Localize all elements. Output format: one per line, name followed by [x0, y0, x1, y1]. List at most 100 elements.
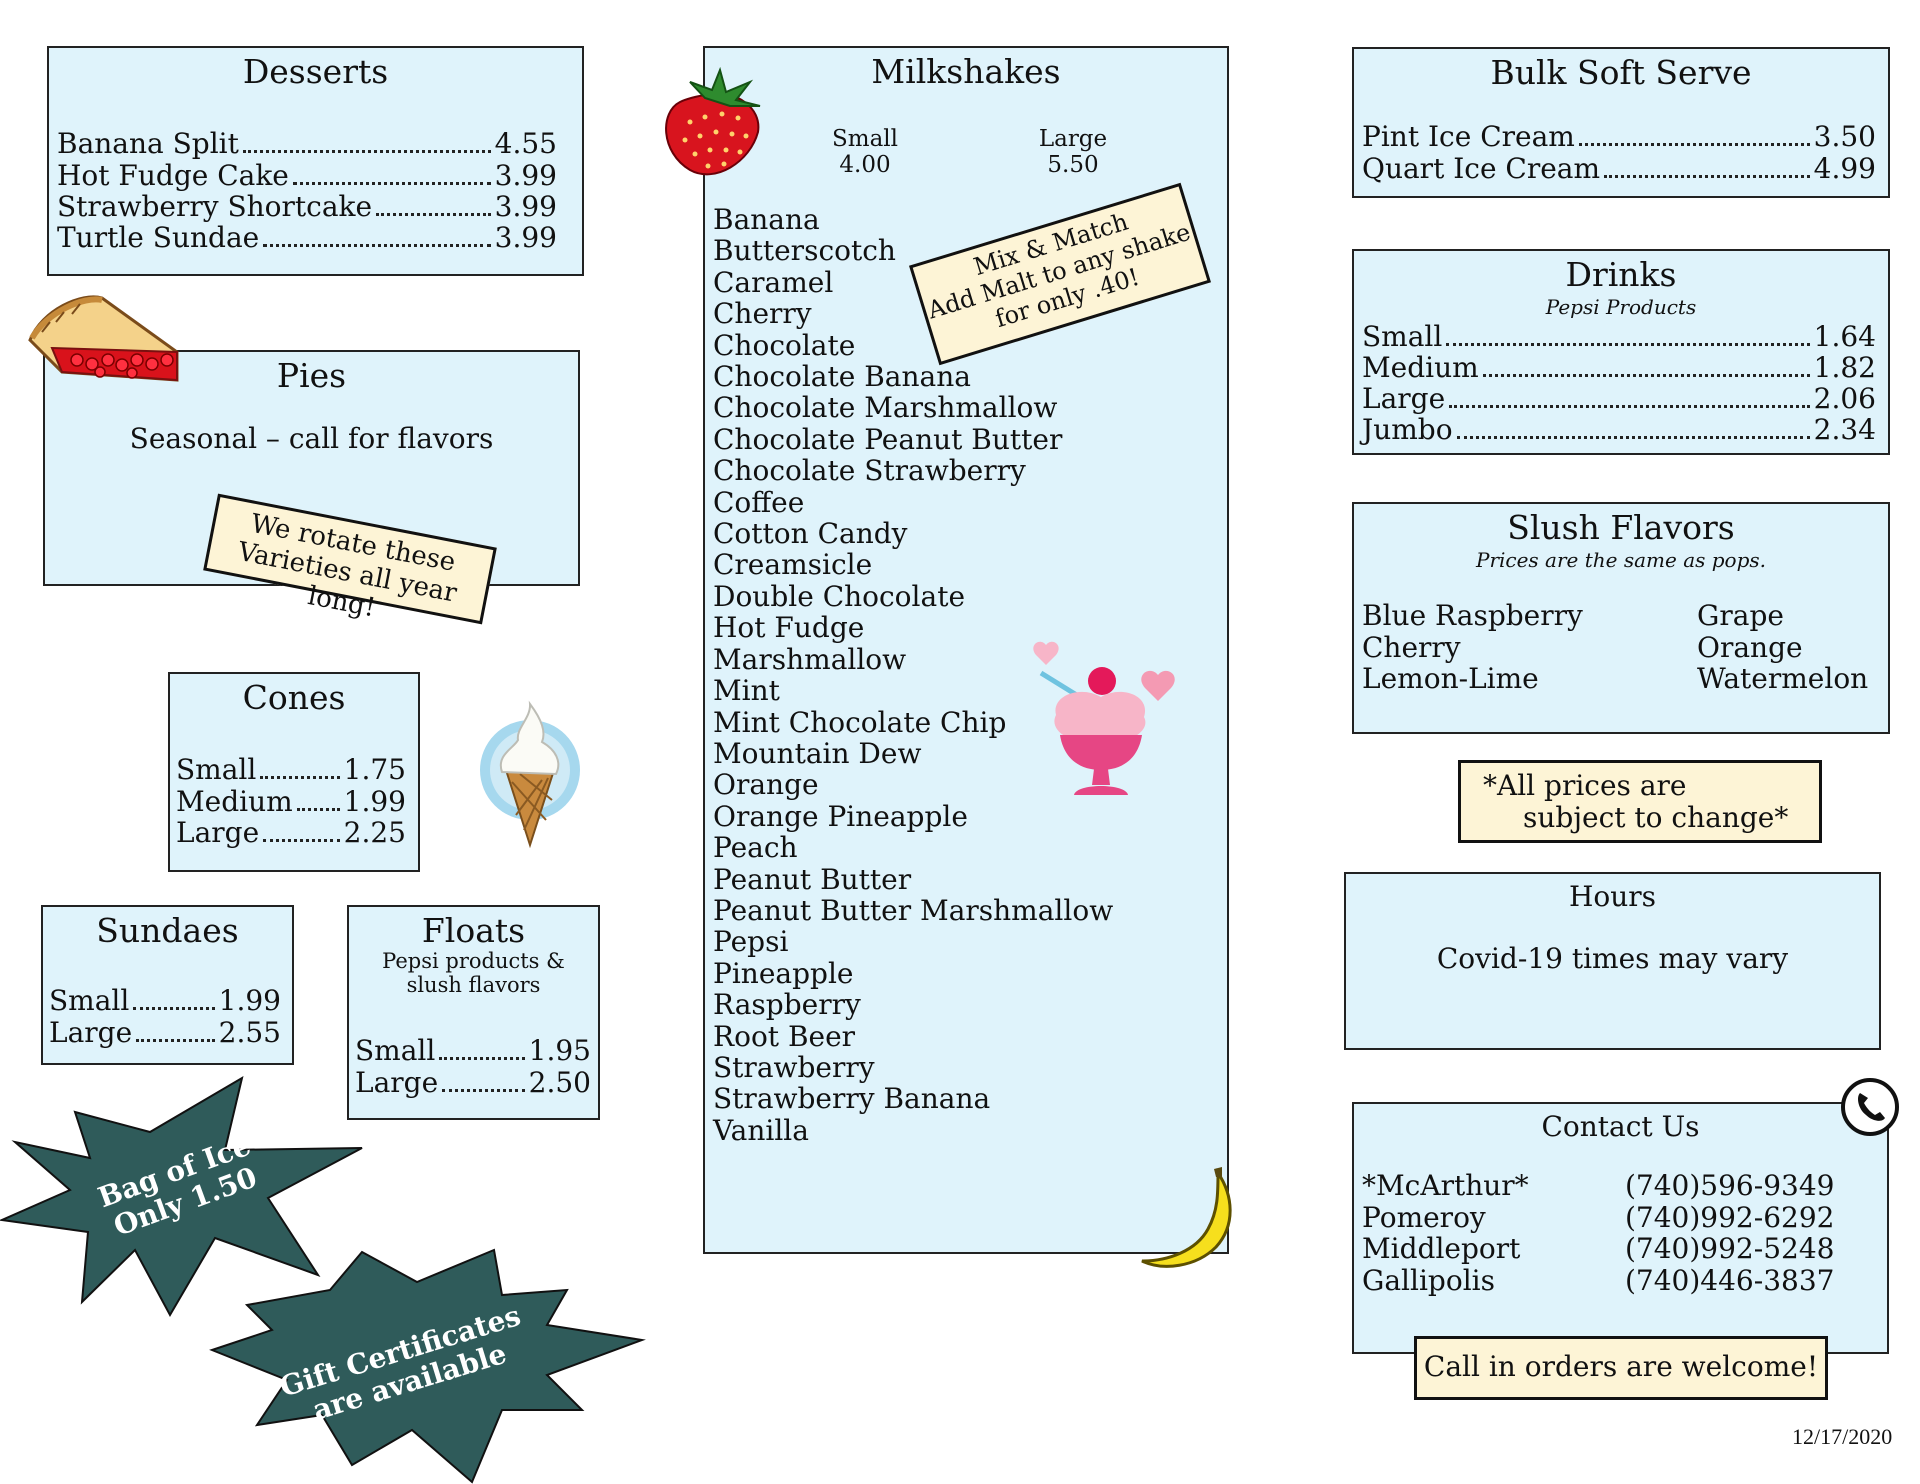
slush-flavors-panel: Slush Flavors Prices are the same as pop… [1352, 502, 1890, 734]
list-item: Lemon-Lime [1362, 662, 1539, 695]
list-item: Cherry [713, 297, 812, 331]
gift-certificates-badge [209, 1248, 646, 1484]
milkshake-flavor-list: Banana Butterscotch Caramel Cherry Choco… [713, 203, 1114, 1147]
contact-location: Pomeroy [1362, 1200, 1486, 1234]
list-item: Orange [713, 768, 819, 802]
list-item: Coffee [713, 485, 805, 519]
list-item: Double Chocolate [713, 579, 966, 613]
cones-title: Cones [242, 678, 346, 717]
list-item: Banana [713, 203, 820, 236]
floats-subtitle-2: slush flavors [406, 973, 541, 997]
list-item: Hot Fudge [713, 611, 865, 645]
pies-text: Seasonal – call for flavors [129, 422, 494, 455]
contact-phone: (740)992-5248 [1625, 1232, 1835, 1265]
hours-title: Hours [1568, 880, 1657, 913]
contact-location-names: *McArthur* Pomeroy Middleport Gallipolis [1362, 1170, 1529, 1296]
list-item: Strawberry Banana [713, 1082, 991, 1116]
list-item: Pineapple [713, 956, 854, 990]
contact-phone: (740)446-3837 [1625, 1263, 1835, 1297]
contact-location: *McArthur* [1362, 1169, 1529, 1202]
pie-slice-icon [28, 295, 179, 382]
list-item: Grape [1697, 599, 1784, 632]
contact-phone-numbers: (740)596-9349 (740)992-6292 (740)992-524… [1625, 1170, 1834, 1296]
call-in-orders-note: Call in orders are welcome! [1414, 1336, 1828, 1400]
slush-left-column: Blue Raspberry Cherry Lemon-Lime [1362, 600, 1583, 695]
bulk-soft-serve-title: Bulk Soft Serve [1490, 53, 1752, 92]
milkshake-small-size: Small 4.00 [832, 126, 898, 178]
prices-change-note: *All prices are subject to change* [1458, 760, 1822, 843]
list-item: Peanut Butter [713, 862, 912, 896]
slush-right-column: Grape Orange Watermelon [1697, 600, 1868, 695]
contact-location: Middleport [1362, 1232, 1521, 1265]
list-item: Mint [713, 674, 780, 708]
strawberry-icon [665, 66, 761, 176]
sundaes-title: Sundaes [96, 911, 239, 950]
list-item: Chocolate Banana [713, 360, 971, 394]
list-item: Cherry [1362, 630, 1461, 664]
list-item: Chocolate [713, 328, 856, 362]
list-item: Root Beer [713, 1019, 856, 1053]
drinks-title: Drinks [1565, 255, 1677, 294]
hours-panel: Hours Covid-19 times may vary [1344, 872, 1881, 1050]
contact-phone: (740)992-6292 [1625, 1200, 1835, 1234]
floats-subtitle-1: Pepsi products & [382, 949, 565, 973]
list-item: Cotton Candy [713, 517, 908, 551]
list-item: Watermelon [1697, 662, 1869, 695]
floats-panel: Floats Pepsi products & slush flavors Sm… [347, 905, 600, 1120]
contact-phone: (740)596-9349 [1625, 1169, 1835, 1202]
contact-location: Gallipolis [1362, 1263, 1495, 1297]
list-item: Chocolate Strawberry [713, 454, 1026, 488]
slush-subtitle: Prices are the same as pops. [1475, 548, 1767, 572]
list-item: Peanut Butter Marshmallow [713, 893, 1114, 927]
pies-title: Pies [276, 356, 347, 395]
list-item: Caramel [713, 265, 834, 299]
bag-of-ice-badge [0, 1075, 363, 1318]
list-item: Orange [1697, 630, 1803, 664]
hours-text: Covid-19 times may vary [1436, 942, 1789, 975]
list-item: Marshmallow [713, 642, 907, 676]
list-item: Raspberry [713, 988, 861, 1022]
ice-cream-cone-icon [480, 700, 580, 849]
drinks-subtitle: Pepsi Products [1545, 295, 1697, 319]
milkshakes-title: Milkshakes [871, 52, 1061, 91]
sundae-icon [1033, 641, 1175, 795]
list-item: Pepsi [713, 925, 789, 959]
contact-title: Contact Us [1541, 1110, 1700, 1143]
list-item: Vanilla [713, 1113, 809, 1147]
list-item: Creamsicle [713, 548, 873, 582]
list-item: Mint Chocolate Chip [713, 705, 1007, 739]
banana-icon [1141, 1167, 1232, 1268]
list-item: Orange Pineapple [713, 799, 968, 833]
floats-title: Floats [421, 911, 526, 950]
list-item: Mountain Dew [713, 736, 922, 770]
list-item: Blue Raspberry [1362, 599, 1583, 632]
list-item: Butterscotch [713, 234, 896, 268]
desserts-title: Desserts [242, 52, 389, 91]
footer-date: 12/17/2020 [1792, 1424, 1893, 1449]
list-item: Chocolate Marshmallow [713, 391, 1058, 425]
milkshake-large-size: Large 5.50 [1038, 126, 1108, 178]
contact-panel: Contact Us *McArthur* Pomeroy Middleport… [1352, 1102, 1889, 1354]
slush-flavors-title: Slush Flavors [1507, 508, 1735, 547]
list-item: Chocolate Peanut Butter [713, 422, 1063, 456]
